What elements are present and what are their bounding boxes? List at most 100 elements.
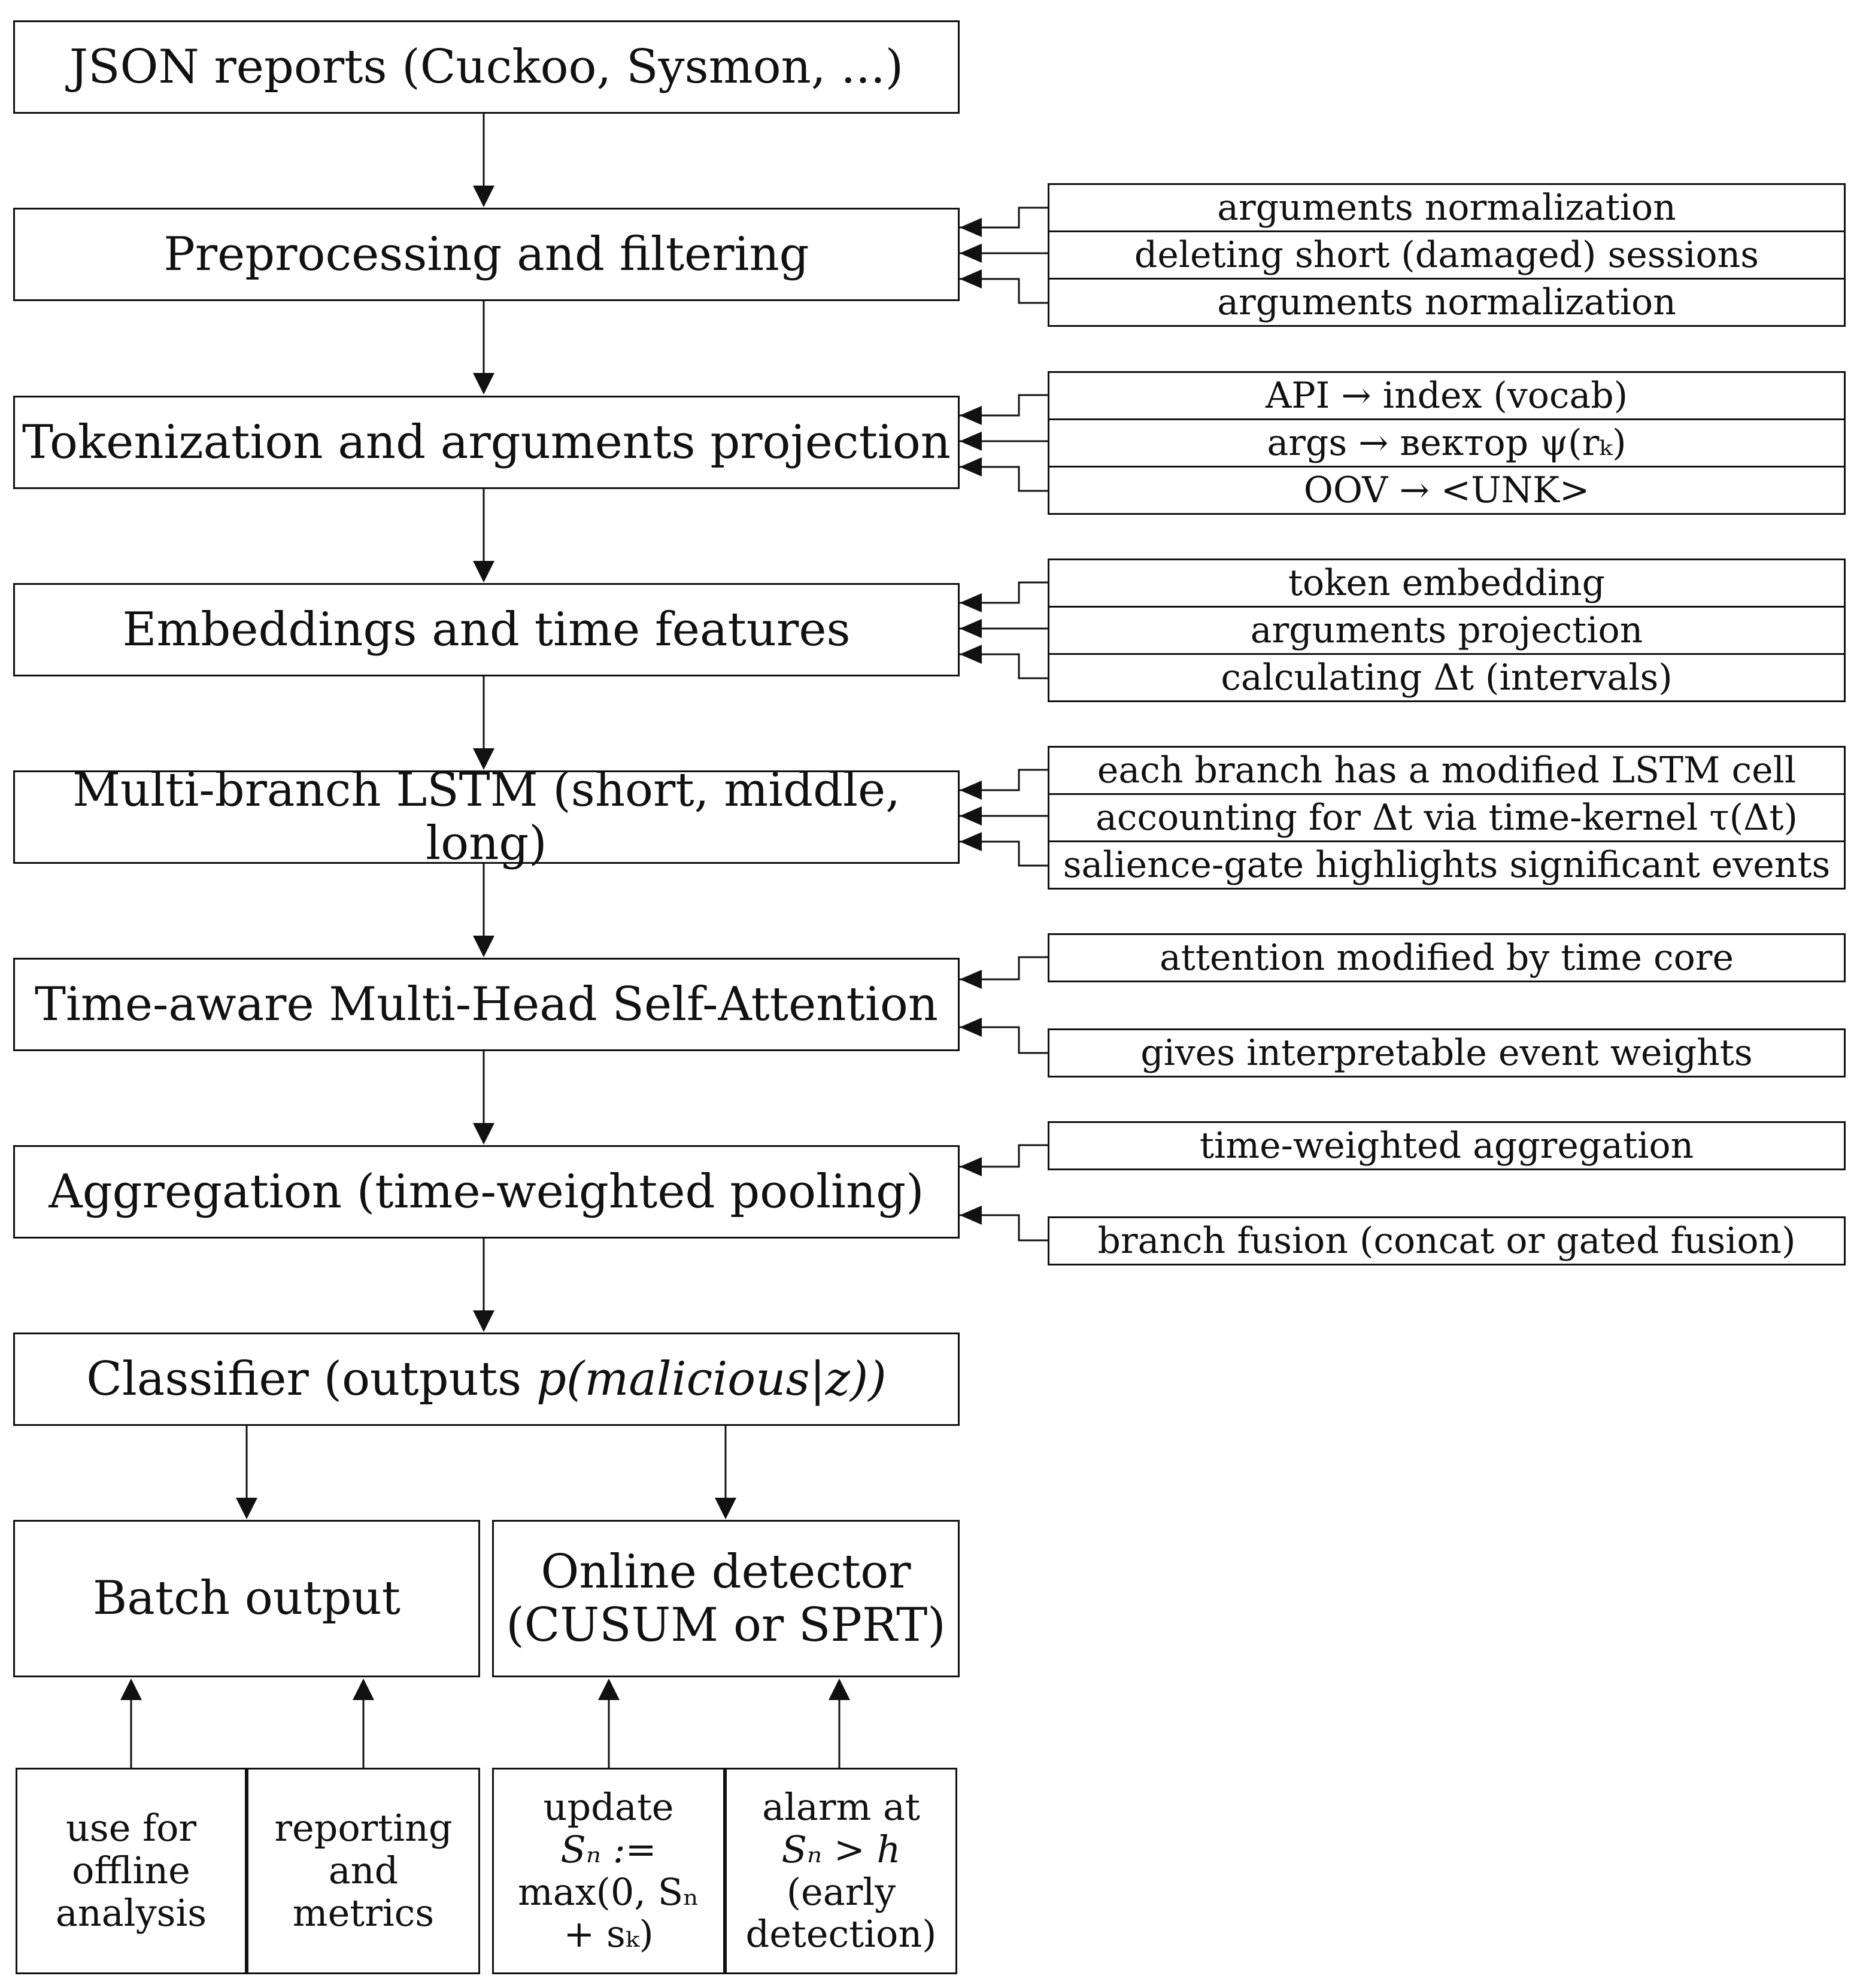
arrowhead-batch <box>236 1498 257 1519</box>
connector-aggregation-note-2 <box>960 1214 1048 1242</box>
node-alarm: alarm at Sₙ > h (early detection) <box>725 1768 957 1974</box>
note-attention-1-text: attention modified by time core <box>1160 936 1734 979</box>
alarm-line1: alarm at <box>762 1785 920 1829</box>
note-lstm-3: salience-gate highlights significant eve… <box>1048 840 1846 890</box>
arrowhead-lstm-1 <box>960 781 982 800</box>
node-online-detector: Online detector (CUSUM or SPRT) <box>492 1520 960 1677</box>
node-offline-analysis: use for offline analysis <box>16 1768 247 1974</box>
note-aggregation-2: branch fusion (concat or gated fusion) <box>1048 1216 1846 1265</box>
arrowhead-embeddings <box>473 561 494 582</box>
node-tokenization: Tokenization and arguments projection <box>13 396 960 489</box>
connector-tokenization-note-1 <box>960 394 1048 417</box>
node-batch-output: Batch output <box>13 1520 480 1677</box>
node-classifier-label: Classifier (outputs p(malicious|z)) <box>86 1352 887 1406</box>
note-embeddings-3: calculating Δt (intervals) <box>1048 653 1846 702</box>
node-update: update Sₙ := max(0, Sₙ + sₖ) <box>492 1768 725 1974</box>
alarm-line4: detection) <box>745 1912 937 1956</box>
note-attention-2: gives interpretable event weights <box>1048 1028 1846 1078</box>
node-embeddings-label: Embeddings and time features <box>122 602 851 657</box>
reporting-line2: and <box>328 1849 399 1893</box>
classifier-text: Classifier (outputs <box>86 1352 522 1406</box>
note-preprocessing-3: arguments normalization <box>1048 278 1846 327</box>
arrowhead-pre-3 <box>960 269 982 289</box>
note-lstm-2-text: accounting for Δt via time-kernel τ(Δt) <box>1096 796 1798 839</box>
connector-preprocessing-note-3 <box>960 278 1048 304</box>
connector-embeddings-note-3 <box>960 653 1048 679</box>
note-preprocessing-1-text: arguments normalization <box>1217 186 1676 229</box>
online-detector-line1: Online detector <box>541 1544 911 1599</box>
node-lstm: Multi-branch LSTM (short, middle, long) <box>13 764 960 870</box>
note-aggregation-2-text: branch fusion (concat or gated fusion) <box>1097 1219 1796 1262</box>
note-preprocessing-1: arguments normalization <box>1048 183 1846 232</box>
note-attention-2-text: gives interpretable event weights <box>1140 1031 1753 1074</box>
note-tokenization-1-text: API → index (vocab) <box>1265 374 1628 417</box>
update-line3: max(0, Sₙ <box>517 1869 700 1914</box>
note-embeddings-2: arguments projection <box>1048 606 1846 655</box>
node-json-reports-label: JSON reports (Cuckoo, Sysmon, ...) <box>69 40 904 94</box>
note-lstm-1: each branch has a modified LSTM cell <box>1048 746 1846 795</box>
arrowhead-reporting-up <box>353 1679 374 1700</box>
arrowhead-emb-3 <box>960 645 982 664</box>
alarm-line2: Sₙ > h <box>781 1827 901 1871</box>
node-lstm-label: Multi-branch LSTM (short, middle, long) <box>72 763 900 870</box>
note-tokenization-3: OOV → <UNK> <box>1048 466 1846 515</box>
note-embeddings-1-text: token embedding <box>1288 562 1606 604</box>
offline-line3: analysis <box>55 1890 207 1935</box>
arrowhead-attention <box>473 936 494 957</box>
arrowhead-pre-1 <box>960 218 982 237</box>
connector-attention-note-1 <box>960 956 1048 981</box>
connector-embeddings-note-1 <box>960 581 1048 604</box>
connector-lstm-note-1 <box>960 769 1048 791</box>
arrowhead-tokenization <box>473 373 494 394</box>
arrowhead-emb-2 <box>960 619 982 638</box>
note-preprocessing-2-text: deleting short (damaged) sessions <box>1134 233 1759 276</box>
note-embeddings-1: token embedding <box>1048 559 1846 608</box>
node-tokenization-label: Tokenization and arguments projection <box>22 415 951 469</box>
arrowhead-lstm-2 <box>960 806 982 825</box>
arrowhead-att-1 <box>960 970 982 989</box>
arrowhead-aggregation <box>473 1123 494 1145</box>
connector-preprocessing-note-1 <box>960 207 1048 229</box>
arrowhead-classifier <box>473 1310 494 1332</box>
arrowhead-agg-2 <box>960 1206 982 1225</box>
note-lstm-1-text: each branch has a modified LSTM cell <box>1097 749 1797 791</box>
classifier-math: p(malicious|z)) <box>536 1352 887 1406</box>
note-lstm-3-text: salience-gate highlights significant eve… <box>1063 843 1831 886</box>
arrowhead-update-up <box>598 1679 620 1700</box>
note-tokenization-3-text: OOV → <UNK> <box>1303 469 1590 511</box>
node-batch-output-label: Batch output <box>93 1571 400 1626</box>
node-aggregation-label: Aggregation (time-weighted pooling) <box>48 1164 924 1219</box>
node-reporting-metrics: reporting and metrics <box>247 1768 480 1974</box>
arrowhead-agg-1 <box>960 1157 982 1176</box>
reporting-line1: reporting <box>274 1806 453 1850</box>
connector-tokenization-note-3 <box>960 466 1048 492</box>
note-lstm-2: accounting for Δt via time-kernel τ(Δt) <box>1048 793 1846 842</box>
note-tokenization-2-text: args → вектор ψ(rₖ) <box>1267 421 1627 464</box>
node-attention-label: Time-aware Multi-Head Self-Attention <box>34 977 939 1031</box>
arrowhead-online <box>715 1498 736 1519</box>
arrowhead-att-2 <box>960 1018 982 1037</box>
note-aggregation-1: time-weighted aggregation <box>1048 1121 1846 1170</box>
arrowhead-lstm-3 <box>960 832 982 851</box>
note-embeddings-3-text: calculating Δt (intervals) <box>1221 656 1673 699</box>
note-attention-1: attention modified by time core <box>1048 933 1846 982</box>
reporting-line3: metrics <box>292 1890 435 1935</box>
alarm-line3: (early <box>786 1869 896 1914</box>
note-aggregation-1-text: time-weighted aggregation <box>1199 1124 1694 1167</box>
online-detector-line2: (CUSUM or SPRT) <box>506 1598 946 1652</box>
connector-aggregation-note-1 <box>960 1144 1048 1168</box>
node-json-reports: JSON reports (Cuckoo, Sysmon, ...) <box>13 20 960 114</box>
note-preprocessing-3-text: arguments normalization <box>1217 281 1676 323</box>
arrowhead-offline-up <box>120 1679 142 1700</box>
node-preprocessing: Preprocessing and filtering <box>13 208 960 301</box>
note-tokenization-1: API → index (vocab) <box>1048 371 1846 420</box>
node-aggregation: Aggregation (time-weighted pooling) <box>13 1145 960 1239</box>
connector-attention-note-2 <box>960 1026 1048 1054</box>
note-preprocessing-2: deleting short (damaged) sessions <box>1048 230 1846 280</box>
arrowhead-pre-2 <box>960 244 982 263</box>
update-line2: Sₙ := <box>560 1827 657 1871</box>
arrowhead-emb-1 <box>960 593 982 612</box>
update-line1: update <box>543 1785 674 1829</box>
update-line4: + sₖ) <box>563 1912 654 1956</box>
